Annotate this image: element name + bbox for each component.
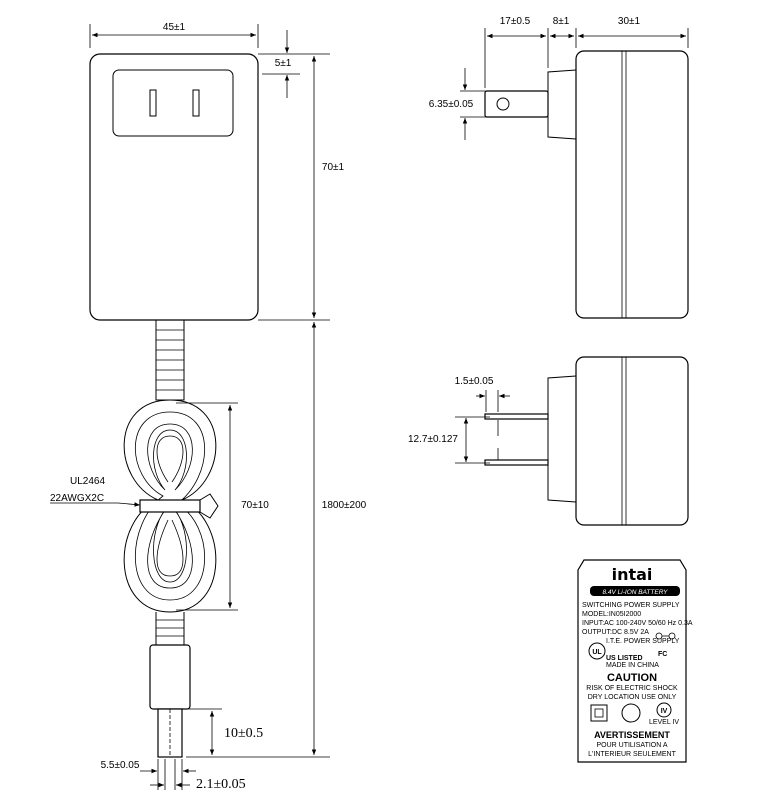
level-sub: LEVEL IV bbox=[649, 719, 679, 726]
level-text: IV bbox=[661, 708, 668, 715]
cable-spec-line1: UL2464 bbox=[70, 476, 105, 487]
level-icon bbox=[656, 702, 672, 718]
dim-prong-spacing: 12.7±0.127 bbox=[408, 434, 458, 445]
label-line2: MODEL:IN05I2000 bbox=[582, 611, 641, 618]
dim-face-offset: 5±1 bbox=[275, 58, 292, 69]
fcc-logo: FC bbox=[658, 651, 667, 658]
dim-adapter-height: 70±1 bbox=[322, 162, 345, 173]
prong-base bbox=[547, 69, 577, 140]
caution-title: CAUTION bbox=[607, 672, 657, 684]
strain-relief-top bbox=[155, 320, 185, 401]
cable-tie bbox=[139, 493, 219, 519]
label-line1: SWITCHING POWER SUPPLY bbox=[582, 602, 680, 609]
dim-plug-length: 10±0.5 bbox=[224, 726, 263, 741]
ite-text: I.T.E. POWER SUPPLY bbox=[606, 638, 680, 645]
prong-slot-left bbox=[149, 89, 157, 117]
brand-logo: intai bbox=[612, 565, 653, 584]
double-insulation-icon bbox=[590, 704, 608, 722]
adapter-body-front bbox=[89, 53, 259, 321]
dim-base-depth: 8±1 bbox=[553, 16, 570, 27]
side-view: 17±0.5 8±1 30±1 6.35±0.05 bbox=[429, 16, 689, 319]
dc-plug bbox=[149, 644, 191, 758]
battery-banner-text: 8.4V Li-ION BATTERY bbox=[602, 589, 668, 596]
strain-relief-bottom bbox=[155, 612, 185, 646]
label-plate: intai 8.4V Li-ION BATTERY SWITCHING POWE… bbox=[577, 559, 693, 763]
caution-line1: RISK OF ELECTRIC SHOCK bbox=[586, 685, 678, 692]
dim-coil-length: 70±10 bbox=[241, 500, 269, 511]
dim-cable-length: 1800±200 bbox=[322, 500, 367, 511]
indoor-use-icon bbox=[621, 703, 641, 723]
label-line3: INPUT:AC 100-240V 50/60 Hz 0.3A bbox=[582, 620, 693, 627]
caution-line2: DRY LOCATION USE ONLY bbox=[588, 694, 677, 701]
plug-recess bbox=[112, 69, 234, 137]
prong-slot-right bbox=[192, 89, 200, 117]
adapter-body-top bbox=[575, 356, 689, 526]
avert-title: AVERTISSEMENT bbox=[594, 730, 670, 740]
adapter-body-side bbox=[575, 50, 689, 319]
dim-prong-thickness: 1.5±0.05 bbox=[455, 376, 494, 387]
svg-text:UL: UL bbox=[592, 649, 602, 656]
dim-body-depth: 30±1 bbox=[618, 16, 641, 27]
dim-plug-inner-dia: 2.1±0.05 bbox=[196, 777, 246, 792]
dim-adapter-width: 45±1 bbox=[163, 22, 186, 33]
dim-prong-length: 17±0.5 bbox=[500, 16, 531, 27]
coiled-cable bbox=[123, 399, 217, 613]
ul-mark-icon bbox=[588, 642, 606, 660]
avert-line2: L'INTERIEUR SEULEMENT bbox=[588, 751, 676, 758]
prong-top-a bbox=[484, 413, 549, 420]
top-view: 1.5±0.05 12.7±0.127 bbox=[408, 356, 689, 526]
avert-line1: POUR UTILISATION A bbox=[596, 742, 667, 749]
cable-spec-line2: 22AWGX2C bbox=[50, 493, 104, 504]
prong-side bbox=[484, 90, 549, 118]
prong-base-top bbox=[547, 375, 577, 503]
dim-plug-outer-dia: 5.5±0.05 bbox=[101, 760, 140, 771]
dim-prong-width: 6.35±0.05 bbox=[429, 99, 474, 110]
prong-hole bbox=[496, 97, 510, 111]
ul-listed: US LISTED bbox=[606, 655, 643, 662]
made-in: MADE IN CHINA bbox=[606, 662, 659, 669]
prong-top-b bbox=[484, 459, 549, 466]
front-view: 45±1 5±1 70±1 1800±200 70±10 10±0.5 5.5±… bbox=[50, 22, 367, 792]
battery-banner bbox=[590, 586, 680, 596]
label-line4: OUTPUT:DC 8.5V 2A bbox=[582, 629, 649, 636]
